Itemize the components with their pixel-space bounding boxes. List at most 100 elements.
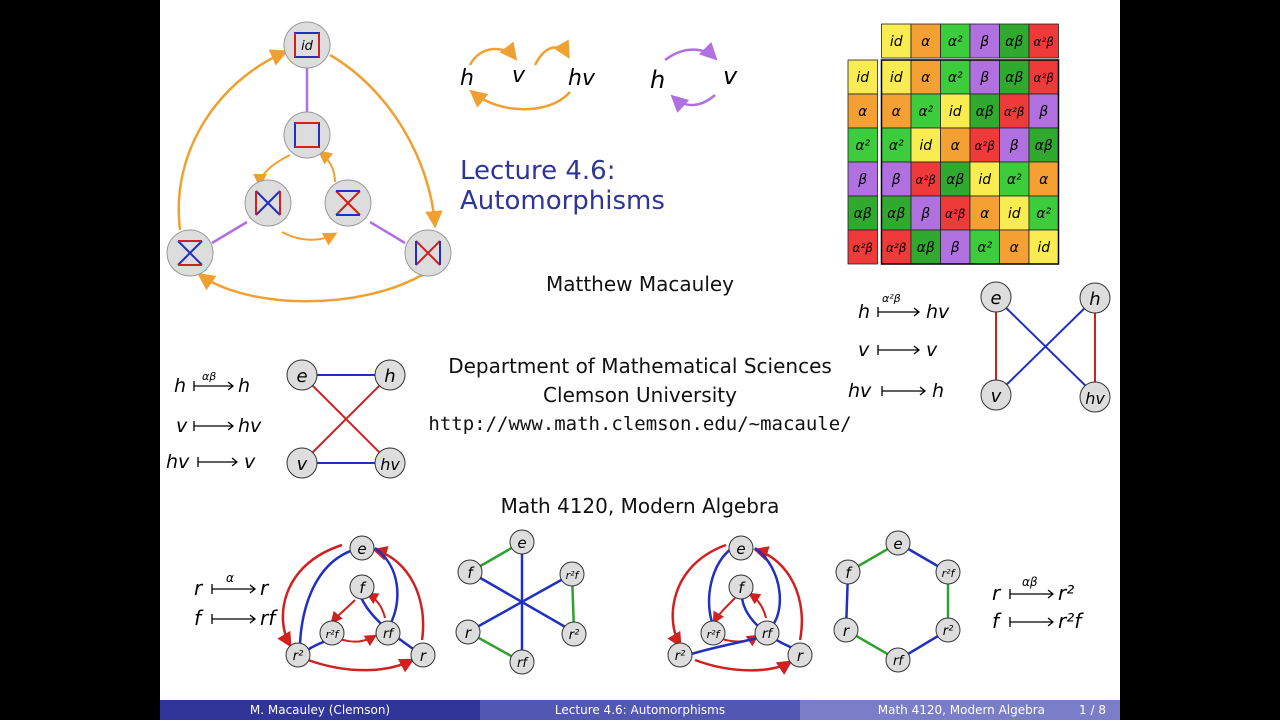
d3a-r2: r² bbox=[293, 649, 304, 664]
hex-e: e bbox=[893, 535, 902, 553]
table-cell-3-1: α²β bbox=[916, 173, 937, 187]
table-cell-3-5: α bbox=[1039, 172, 1049, 188]
square-node-2 bbox=[283, 111, 331, 159]
table-cell-1-4: α²β bbox=[1004, 105, 1025, 119]
d3s-r2f: r²f bbox=[566, 569, 581, 582]
table-cell-3-5-bg bbox=[1028, 161, 1059, 197]
footer-course-label: Math 4120, Modern Algebra bbox=[877, 703, 1046, 717]
table-rowlabel-3-bg bbox=[847, 161, 878, 197]
table-cell-4-3: α bbox=[980, 206, 990, 222]
map-left-to-1: hv bbox=[238, 415, 262, 437]
table-cell-4-2: α²β bbox=[945, 207, 966, 221]
table-header-0: id bbox=[890, 34, 903, 50]
v4l-hv: hv bbox=[380, 455, 400, 474]
table-header-1-bg bbox=[910, 23, 941, 59]
v4l-h: h bbox=[384, 366, 395, 387]
map-left-arrow-0: αβ bbox=[202, 370, 216, 383]
mapping-right: h α²β hv v v hv h bbox=[848, 292, 950, 402]
map-br-from-0: r bbox=[992, 581, 1002, 605]
v4r-e: e bbox=[990, 288, 1001, 309]
table-cell-2-5-bg bbox=[1028, 127, 1059, 163]
table-rowlabel-4: αβ bbox=[854, 206, 872, 222]
d3b-f: f bbox=[738, 579, 746, 597]
table-cell-3-3-bg bbox=[969, 161, 1000, 197]
table-rowlabel-5-bg bbox=[847, 229, 878, 265]
table-cell-5-3: α² bbox=[977, 240, 992, 256]
table-cell-4-3-bg bbox=[969, 195, 1000, 231]
table-cell-4-4: id bbox=[1008, 206, 1021, 222]
table-header-2-bg bbox=[940, 23, 971, 59]
v4r-hv: hv bbox=[1085, 389, 1105, 408]
table-cell-0-0: id bbox=[890, 70, 903, 86]
table-header-2: α² bbox=[948, 34, 963, 50]
table-cell-3-4-bg bbox=[999, 161, 1030, 197]
table-rowlabel-2: α² bbox=[855, 138, 870, 154]
table-cell-2-3: α²β bbox=[975, 139, 996, 153]
table-cell-2-1: id bbox=[919, 138, 932, 154]
table-cell-1-2: id bbox=[949, 104, 962, 120]
author-url[interactable]: http://www.math.clemson.edu/~macaule/ bbox=[428, 413, 852, 435]
map-left-from-2: hv bbox=[166, 451, 190, 473]
table-rowlabel-0: id bbox=[856, 70, 869, 86]
table-cell-5-5-bg bbox=[1028, 229, 1059, 265]
square-node-6 bbox=[404, 229, 452, 277]
table-cell-0-5-bg bbox=[1028, 59, 1059, 95]
table-cell-4-1: β bbox=[920, 206, 930, 222]
d3b-r2: r² bbox=[675, 649, 686, 664]
square-node-5 bbox=[166, 229, 214, 277]
d3-cayley-graph-1: e f r²f rf r² r bbox=[277, 535, 436, 673]
table-rowlabel-0-bg bbox=[847, 59, 878, 95]
v4-pair-v: v bbox=[723, 62, 738, 90]
d3a-r: r bbox=[420, 647, 427, 665]
square-node-4 bbox=[324, 179, 372, 227]
map-right-from-2: hv bbox=[848, 380, 872, 402]
table-rowlabel-5: α²β bbox=[853, 241, 874, 255]
map-right-from-0: h bbox=[858, 301, 870, 323]
mapping-bottom-right: r αβ r² f r²f bbox=[992, 575, 1084, 633]
slide: id bbox=[160, 0, 1120, 720]
map-br-to-0: r² bbox=[1058, 581, 1074, 605]
hex-f: f bbox=[845, 564, 853, 582]
hex-r2f: r²f bbox=[942, 567, 957, 580]
d3a-e: e bbox=[357, 540, 366, 558]
university-name: Clemson University bbox=[543, 383, 737, 407]
map-br-to-1: r²f bbox=[1058, 609, 1084, 633]
table-cell-1-3: αβ bbox=[976, 104, 994, 120]
table-cell-4-0: αβ bbox=[887, 206, 905, 222]
table-cell-0-1: α bbox=[921, 70, 931, 86]
table-cell-1-1: α² bbox=[918, 104, 933, 120]
table-header-4-bg bbox=[999, 23, 1030, 59]
footer-author: M. Macauley (Clemson) bbox=[160, 700, 480, 720]
table-cell-2-5: αβ bbox=[1035, 138, 1053, 154]
footer-bar: M. Macauley (Clemson) Lecture 4.6: Autom… bbox=[160, 700, 1120, 720]
v4-graph-left: e h v hv bbox=[286, 359, 406, 479]
d3b-r: r bbox=[797, 647, 804, 665]
table-cell-3-0-bg bbox=[881, 161, 912, 197]
map-right-to-1: v bbox=[926, 339, 938, 361]
map-right-arrow-0: α²β bbox=[882, 292, 901, 305]
table-header-1: α bbox=[921, 34, 931, 50]
v4-label-h: h bbox=[460, 66, 474, 91]
table-cell-1-4-bg bbox=[999, 93, 1030, 129]
table-cell-3-0: β bbox=[891, 172, 901, 188]
footer-course: Math 4120, Modern Algebra 1 / 8 bbox=[800, 700, 1120, 720]
v4l-v: v bbox=[297, 454, 308, 475]
table-header-4: αβ bbox=[1005, 34, 1023, 50]
d3s-r2: r² bbox=[569, 628, 580, 643]
d3b-e: e bbox=[736, 540, 745, 558]
square-center-label: id bbox=[301, 39, 314, 54]
d3a-rf: rf bbox=[383, 627, 395, 642]
table-cell-4-4-bg bbox=[999, 195, 1030, 231]
table-cell-2-4: β bbox=[1009, 138, 1019, 154]
map-left-from-0: h bbox=[174, 375, 186, 397]
table-header-0-bg bbox=[881, 23, 912, 59]
table-cell-5-0-bg bbox=[881, 229, 912, 265]
table-cell-5-5: id bbox=[1037, 240, 1050, 256]
d3s-rf: rf bbox=[517, 656, 529, 671]
table-cell-1-3-bg bbox=[969, 93, 1000, 129]
table-cell-4-5-bg bbox=[1028, 195, 1059, 231]
map-right-to-0: hv bbox=[926, 301, 950, 323]
map-left-to-0: h bbox=[238, 375, 250, 397]
table-cell-4-1-bg bbox=[910, 195, 941, 231]
table-cell-2-0: α² bbox=[889, 138, 904, 154]
